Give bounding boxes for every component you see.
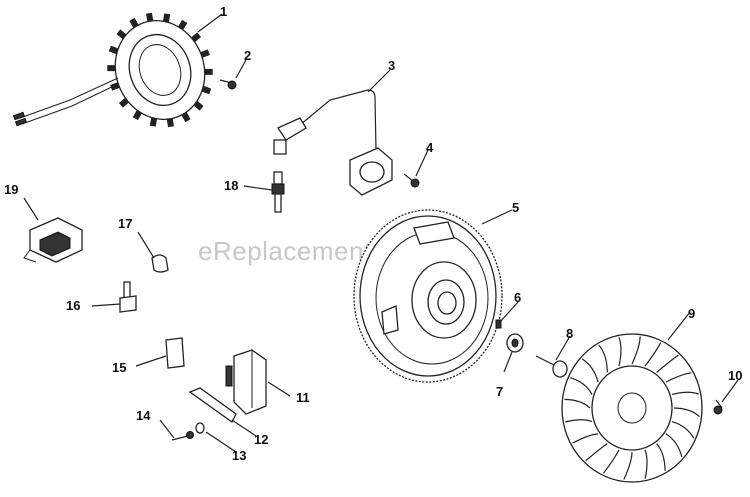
ignition-module-part [273,89,393,196]
bracket-part-12 [188,387,237,423]
flywheel-bolt-part [535,355,568,378]
callout-7: 7 [496,384,503,399]
spark-plug-part [271,171,285,213]
screw-part-2 [219,79,237,90]
flywheel-part [353,209,503,383]
leader-lines [23,13,739,453]
callout-5: 5 [512,200,519,215]
bracket-part-16 [119,281,137,313]
screw-part-4 [403,173,420,188]
screw-part-10 [713,399,723,415]
washer-part-7 [506,333,524,353]
washer-part-13 [195,422,205,434]
key-part [495,319,502,329]
callout-1: 1 [220,4,227,19]
callout-11: 11 [296,390,310,405]
callout-9: 9 [688,306,695,321]
callout-16: 16 [66,298,80,313]
callout-labels: 1 2 3 4 5 6 7 8 9 10 11 12 13 14 15 16 1… [4,4,742,463]
callout-15: 15 [112,360,126,375]
screw-part-14 [171,431,194,441]
callout-6: 6 [514,290,521,305]
callout-12: 12 [254,432,268,447]
callout-13: 13 [232,448,246,463]
plate-part-15 [165,337,185,369]
clip-part-17 [151,254,169,273]
callout-8: 8 [566,326,573,341]
regulator-part-11 [225,349,267,415]
callout-10: 10 [728,368,742,383]
stator-part [12,12,213,128]
fan-part [561,333,703,483]
callout-4: 4 [426,140,434,155]
callout-18: 18 [224,178,238,193]
callout-19: 19 [4,182,18,197]
callout-3: 3 [388,58,395,73]
callout-2: 2 [244,48,251,63]
callout-14: 14 [136,408,151,423]
connector-part-19 [23,217,83,263]
callout-17: 17 [118,216,132,231]
